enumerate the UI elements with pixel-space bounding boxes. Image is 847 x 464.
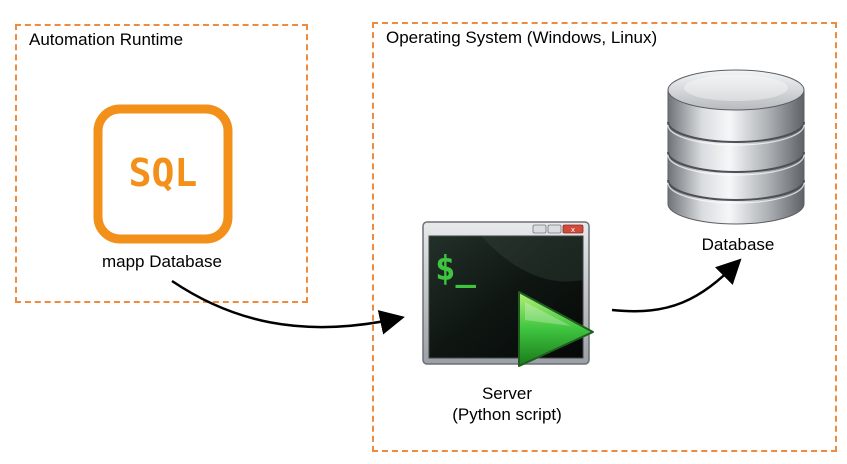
sql-badge-text: SQL xyxy=(129,151,198,195)
terminal-icon: x $_ xyxy=(421,220,597,368)
database-icon xyxy=(662,66,810,232)
server-label-subtitle: (Python script) xyxy=(452,405,562,424)
operating-system-title: Operating System (Windows, Linux) xyxy=(384,28,660,48)
server-label-title: Server xyxy=(481,384,533,403)
play-icon xyxy=(518,291,594,367)
operating-system-region: Operating System (Windows, Linux) xyxy=(372,22,837,452)
arrow-mapp-to-server xyxy=(171,279,405,335)
automation-runtime-title: Automation Runtime xyxy=(27,30,186,50)
mapp-database-label: mapp Database xyxy=(101,252,223,271)
arrow-server-to-database xyxy=(611,258,742,313)
sql-icon: SQL xyxy=(93,104,233,244)
terminal-prompt: $_ xyxy=(435,249,476,289)
database-label: Database xyxy=(701,235,775,254)
svg-text:x: x xyxy=(571,226,575,234)
automation-runtime-region: Automation Runtime xyxy=(15,24,308,303)
server-label: Server (Python script) xyxy=(427,383,587,425)
